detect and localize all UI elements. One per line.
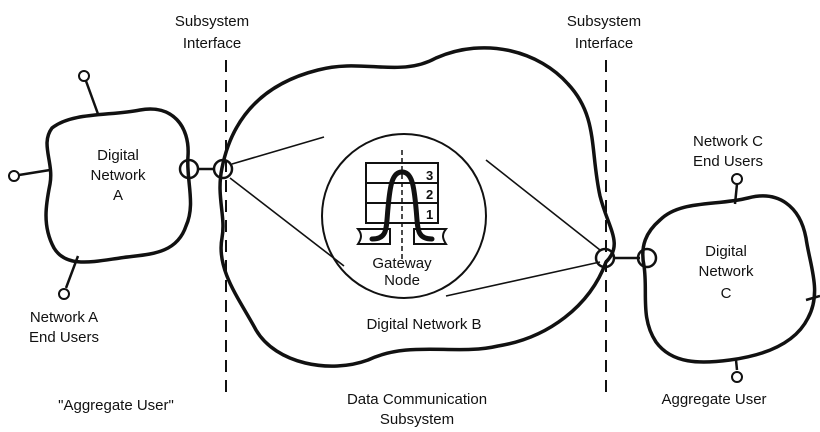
user-a-top-stub [84, 80, 100, 115]
network-c-label-line1: Digital [705, 243, 747, 260]
network-a-users-line1: Network A [30, 309, 98, 326]
interface-left-line1: Subsystem [175, 13, 249, 30]
network-a-label-line3: A [113, 187, 123, 204]
protocol-layer-stack: 3 2 1 [355, 150, 449, 262]
user-a-bottom-stub [64, 255, 80, 289]
route-lower-left [229, 177, 345, 267]
subsystem-label-line2: Subsystem [380, 411, 454, 428]
network-c-cloud [641, 194, 817, 364]
user-c-bottom-terminal [731, 371, 743, 383]
gateway-node: 3 2 1 Gateway Node [321, 133, 487, 299]
port-a [178, 158, 200, 180]
interface-left-line2: Interface [183, 35, 241, 52]
layer-label-3: 3 [426, 168, 433, 183]
network-b-label: Digital Network B [366, 316, 481, 333]
network-a-label-line1: Digital [97, 147, 139, 164]
route-upper-left [231, 136, 325, 165]
network-a-users-line2: End Users [29, 329, 99, 346]
aggregate-user-left: "Aggregate User" [58, 397, 174, 414]
user-a-top-terminal [78, 70, 90, 82]
layer-label-2: 2 [426, 187, 433, 202]
base-right [413, 228, 449, 245]
network-a-label-line2: Network [90, 167, 146, 184]
user-c-bottom-stub [734, 359, 739, 371]
base-left [355, 228, 391, 245]
network-c-label-line2: Network [698, 263, 754, 280]
network-c-users-line2: End Users [693, 153, 763, 170]
user-c-top-stub [733, 183, 739, 205]
user-c-top-terminal [731, 173, 743, 185]
network-c-label-line3: C [721, 285, 732, 302]
route-lower-right [445, 261, 601, 297]
port-c [636, 247, 658, 269]
network-b-cloud [218, 46, 616, 368]
subsystem-label-line1: Data Communication [347, 391, 487, 408]
port-b-left [212, 158, 234, 180]
gateway-label-line1: Gateway [372, 255, 432, 272]
user-a-left-terminal [8, 170, 20, 182]
route-upper-right [485, 159, 601, 251]
layer-label-1: 1 [426, 207, 433, 222]
network-a-cloud [44, 107, 193, 264]
port-b-right [594, 247, 616, 269]
gateway-circle [321, 133, 487, 299]
protocol-path [369, 169, 435, 242]
interface-right-line2: Interface [575, 35, 633, 52]
network-c-users-line1: Network C [693, 133, 763, 150]
interface-right-line1: Subsystem [567, 13, 641, 30]
gateway-label-line2: Node [384, 272, 420, 289]
user-a-left-stub [18, 168, 51, 177]
user-a-bottom-terminal [58, 288, 70, 300]
user-c-right-stub [805, 294, 820, 302]
aggregate-user-right: Aggregate User [661, 391, 766, 408]
